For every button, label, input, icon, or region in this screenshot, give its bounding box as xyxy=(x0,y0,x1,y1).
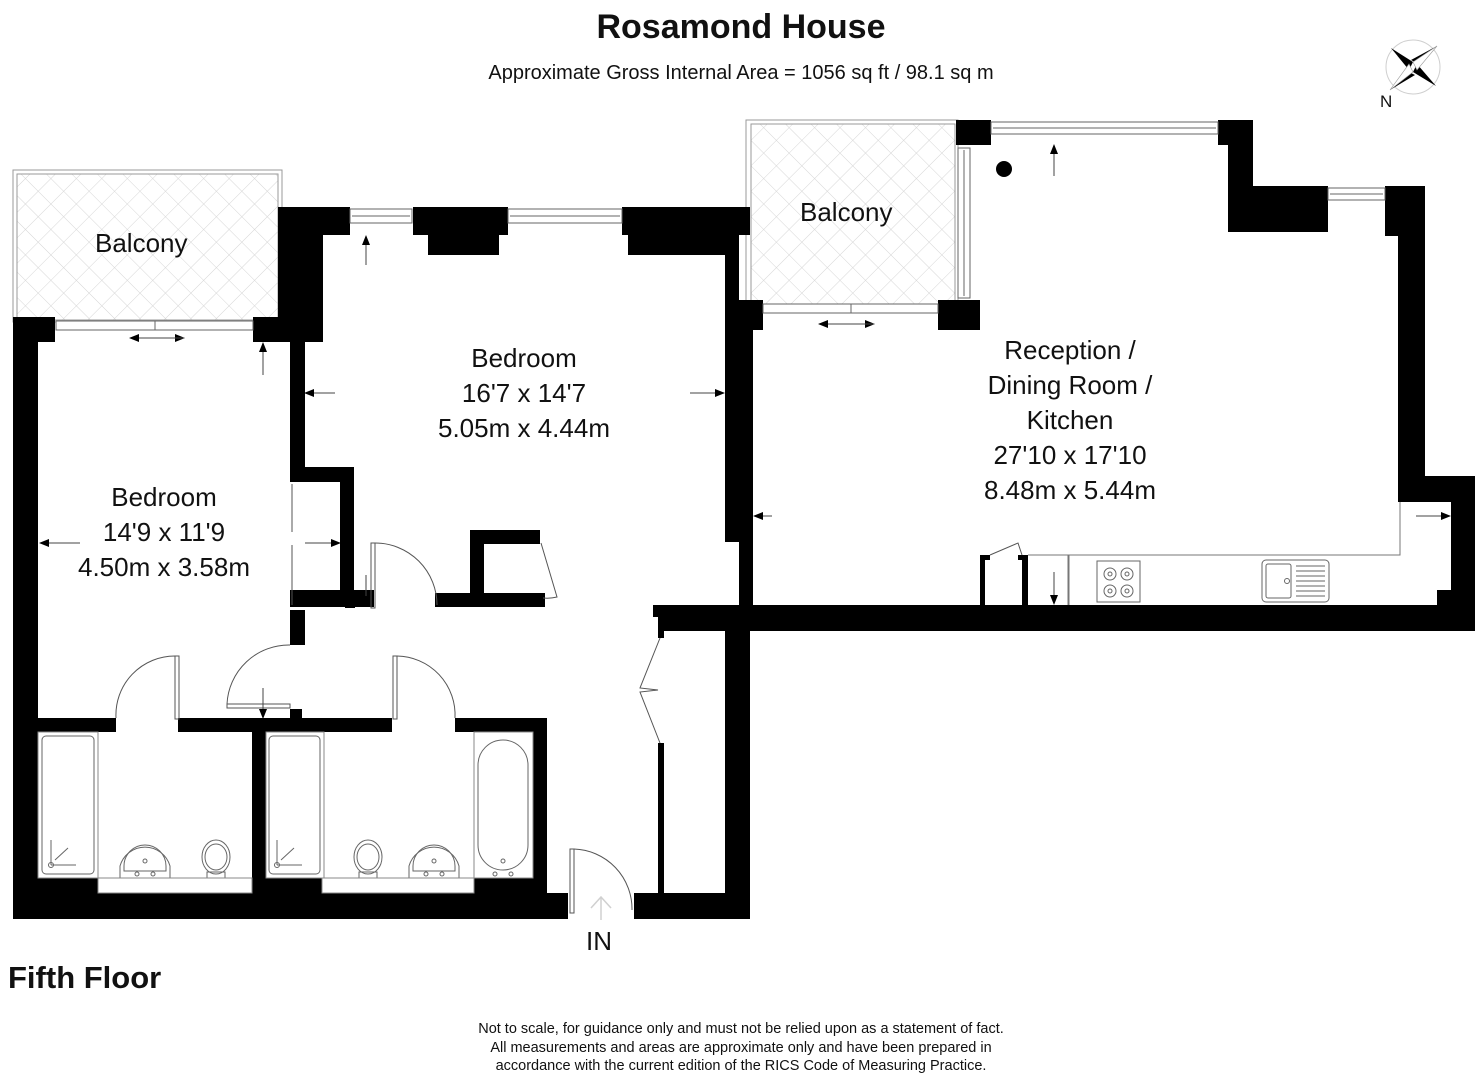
bedroom-1-label: Bedroom 14'9 x 11'9 4.50m x 3.58m xyxy=(44,480,284,585)
gross-internal-area: Approximate Gross Internal Area = 1056 s… xyxy=(488,62,994,84)
hob-icon xyxy=(1096,560,1141,603)
reception-name-line2: Dining Room / xyxy=(987,370,1153,400)
disclaimer-line-2: All measurements and areas are approxima… xyxy=(490,1039,992,1056)
plan-title: Rosamond House xyxy=(596,8,886,46)
floor-label: Fifth Floor xyxy=(8,960,162,995)
balcony-right-label: Balcony xyxy=(800,197,893,227)
walls xyxy=(13,120,1475,919)
disclaimer-line-3: accordance with the current edition of t… xyxy=(495,1058,987,1074)
kitchen-sink-icon xyxy=(1261,559,1330,603)
bedroom-2-label: Bedroom 16'7 x 14'7 5.05m x 4.44m xyxy=(404,341,644,446)
windows xyxy=(55,121,1386,331)
reception-imperial: 27'10 x 17'10 xyxy=(993,440,1147,470)
reception-label: Reception / Dining Room / Kitchen 27'10 … xyxy=(940,333,1200,508)
column-icon xyxy=(996,161,1012,177)
entrance-label: IN xyxy=(586,926,612,956)
balcony-right xyxy=(745,119,959,311)
compass-rose-icon xyxy=(1385,39,1441,95)
bedroom-1-name: Bedroom xyxy=(111,482,217,512)
reception-metric: 8.48m x 5.44m xyxy=(984,475,1156,505)
north-label: N xyxy=(1380,92,1393,111)
balcony-left xyxy=(12,169,283,323)
entrance-arrow-icon xyxy=(590,895,612,920)
bedroom-2-imperial: 16'7 x 14'7 xyxy=(461,378,587,408)
bedroom-2-metric: 5.05m x 4.44m xyxy=(438,413,610,443)
bedroom-2-name: Bedroom xyxy=(471,343,577,373)
bedroom-1-imperial: 14'9 x 11'9 xyxy=(102,517,226,547)
disclaimer: Not to scale, for guidance only and must… xyxy=(380,1020,1102,1076)
disclaimer-line-1: Not to scale, for guidance only and must… xyxy=(478,1021,1004,1037)
reception-name-line3: Kitchen xyxy=(1026,405,1114,435)
measurement-arrows xyxy=(39,144,1451,719)
kitchen-counter xyxy=(1028,502,1401,605)
balcony-left-label: Balcony xyxy=(95,228,188,258)
bedroom-1-metric: 4.50m x 3.58m xyxy=(78,552,250,582)
doors xyxy=(115,484,1023,914)
bathroom-fixtures xyxy=(37,731,534,894)
reception-name-line1: Reception / xyxy=(1004,335,1136,365)
